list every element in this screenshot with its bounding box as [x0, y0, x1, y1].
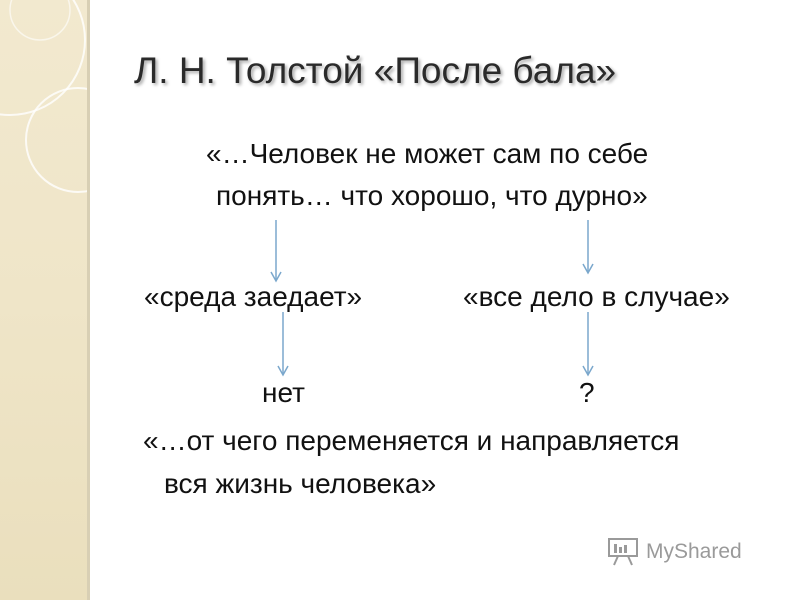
presentation-board-icon — [608, 538, 638, 566]
side-panel-edge — [87, 0, 90, 600]
arrow-down-right-upper — [582, 220, 594, 275]
quote-bottom-line-1: «…от чего переменяется и направляется — [143, 425, 680, 456]
arrow-down-left-lower — [277, 312, 289, 377]
left-phrase: «среда заедает» — [144, 281, 363, 312]
myshared-watermark: MyShared — [606, 537, 742, 567]
quote-top-line-2: понять… что хорошо, что дурно» — [216, 180, 648, 211]
arrow-down-left-upper — [270, 220, 282, 283]
left-answer: нет — [262, 377, 305, 408]
decorative-side-panel — [0, 0, 90, 600]
quote-top-line-1: «…Человек не может сам по себе — [206, 138, 649, 169]
watermark-text: MyShared — [646, 540, 742, 563]
decorative-circles — [0, 0, 90, 193]
slide-title: Л. Н. Толстой «После бала» — [134, 50, 617, 91]
arrow-down-right-lower — [582, 312, 594, 377]
quote-bottom-line-2: вся жизнь человека» — [164, 468, 437, 499]
right-answer: ? — [579, 377, 595, 408]
right-phrase: «все дело в случае» — [463, 281, 730, 312]
